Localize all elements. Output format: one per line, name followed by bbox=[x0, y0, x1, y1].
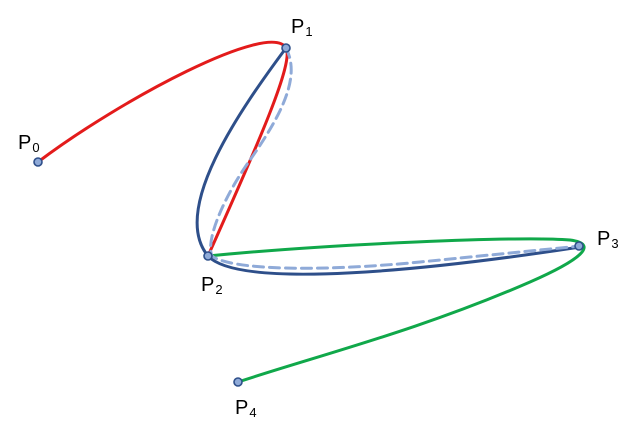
label-p0: P0 bbox=[18, 132, 40, 155]
label-p3: P3 bbox=[597, 228, 619, 251]
green-curve-p2-p3-p4 bbox=[206, 237, 586, 384]
dashed-curve bbox=[209, 46, 582, 270]
control-point-p3[interactable] bbox=[574, 241, 584, 251]
control-point-p4[interactable] bbox=[233, 377, 243, 387]
label-p1: P1 bbox=[291, 16, 313, 39]
control-point-p2[interactable] bbox=[203, 251, 213, 261]
label-p4: P4 bbox=[235, 397, 257, 420]
label-p2: P2 bbox=[201, 274, 223, 297]
control-point-p0[interactable] bbox=[33, 157, 43, 167]
control-point-p1[interactable] bbox=[281, 43, 291, 53]
red-curve-p0-p1-p2 bbox=[36, 40, 289, 258]
